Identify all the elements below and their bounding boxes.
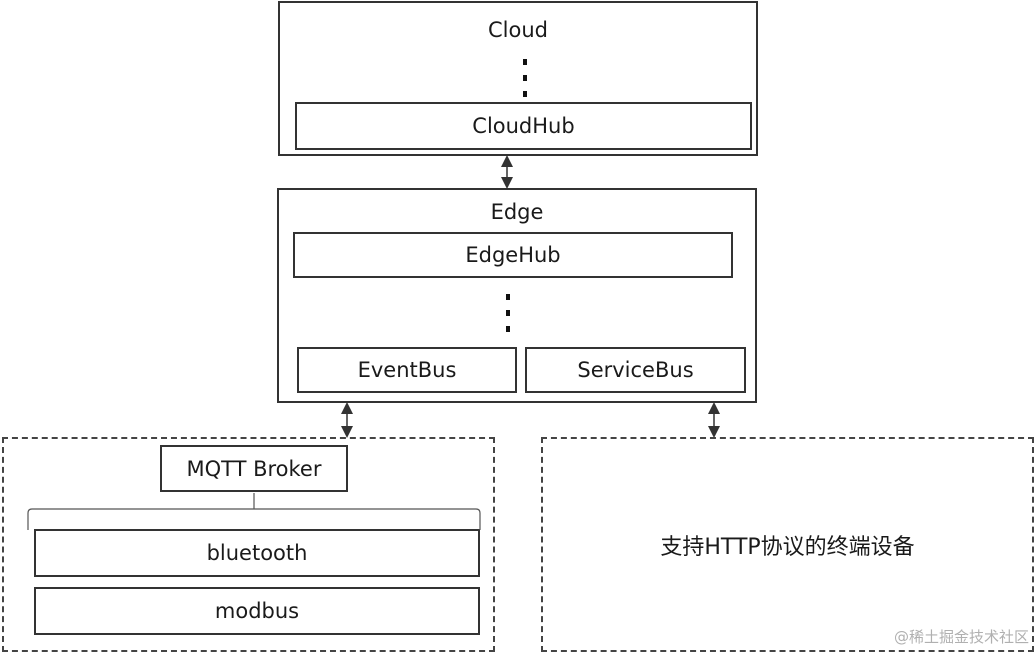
device-group-right: 支持HTTP协议的终端设备: [541, 437, 1034, 652]
edgehub-label: EdgeHub: [465, 243, 561, 267]
http-devices-label: 支持HTTP协议的终端设备: [660, 534, 915, 560]
device-modbus-label: modbus: [214, 599, 300, 623]
edge-title: Edge: [490, 200, 544, 224]
mqtt-broker-label: MQTT Broker: [186, 456, 322, 481]
cloud-container: Cloud CloudHub: [278, 1, 758, 156]
eventbus-label: EventBus: [357, 358, 457, 382]
cloudhub-box: CloudHub: [295, 102, 752, 150]
servicebus-label: ServiceBus: [577, 358, 694, 382]
eventbus-box: EventBus: [297, 347, 517, 393]
device-group-left: [2, 437, 495, 652]
device-bluetooth: bluetooth: [34, 529, 480, 577]
edgehub-box: EdgeHub: [293, 232, 733, 278]
servicebus-box: ServiceBus: [525, 347, 746, 393]
cloud-title: Cloud: [488, 18, 548, 42]
edge-container: Edge EdgeHub EventBus ServiceBus: [277, 188, 757, 403]
device-modbus: modbus: [34, 587, 480, 635]
cloudhub-label: CloudHub: [472, 114, 575, 138]
watermark: @稀土掘金技术社区: [893, 628, 1029, 646]
mqtt-broker-box: MQTT Broker: [160, 445, 348, 492]
device-bluetooth-label: bluetooth: [206, 541, 308, 565]
broker-bracket: [27, 508, 481, 530]
